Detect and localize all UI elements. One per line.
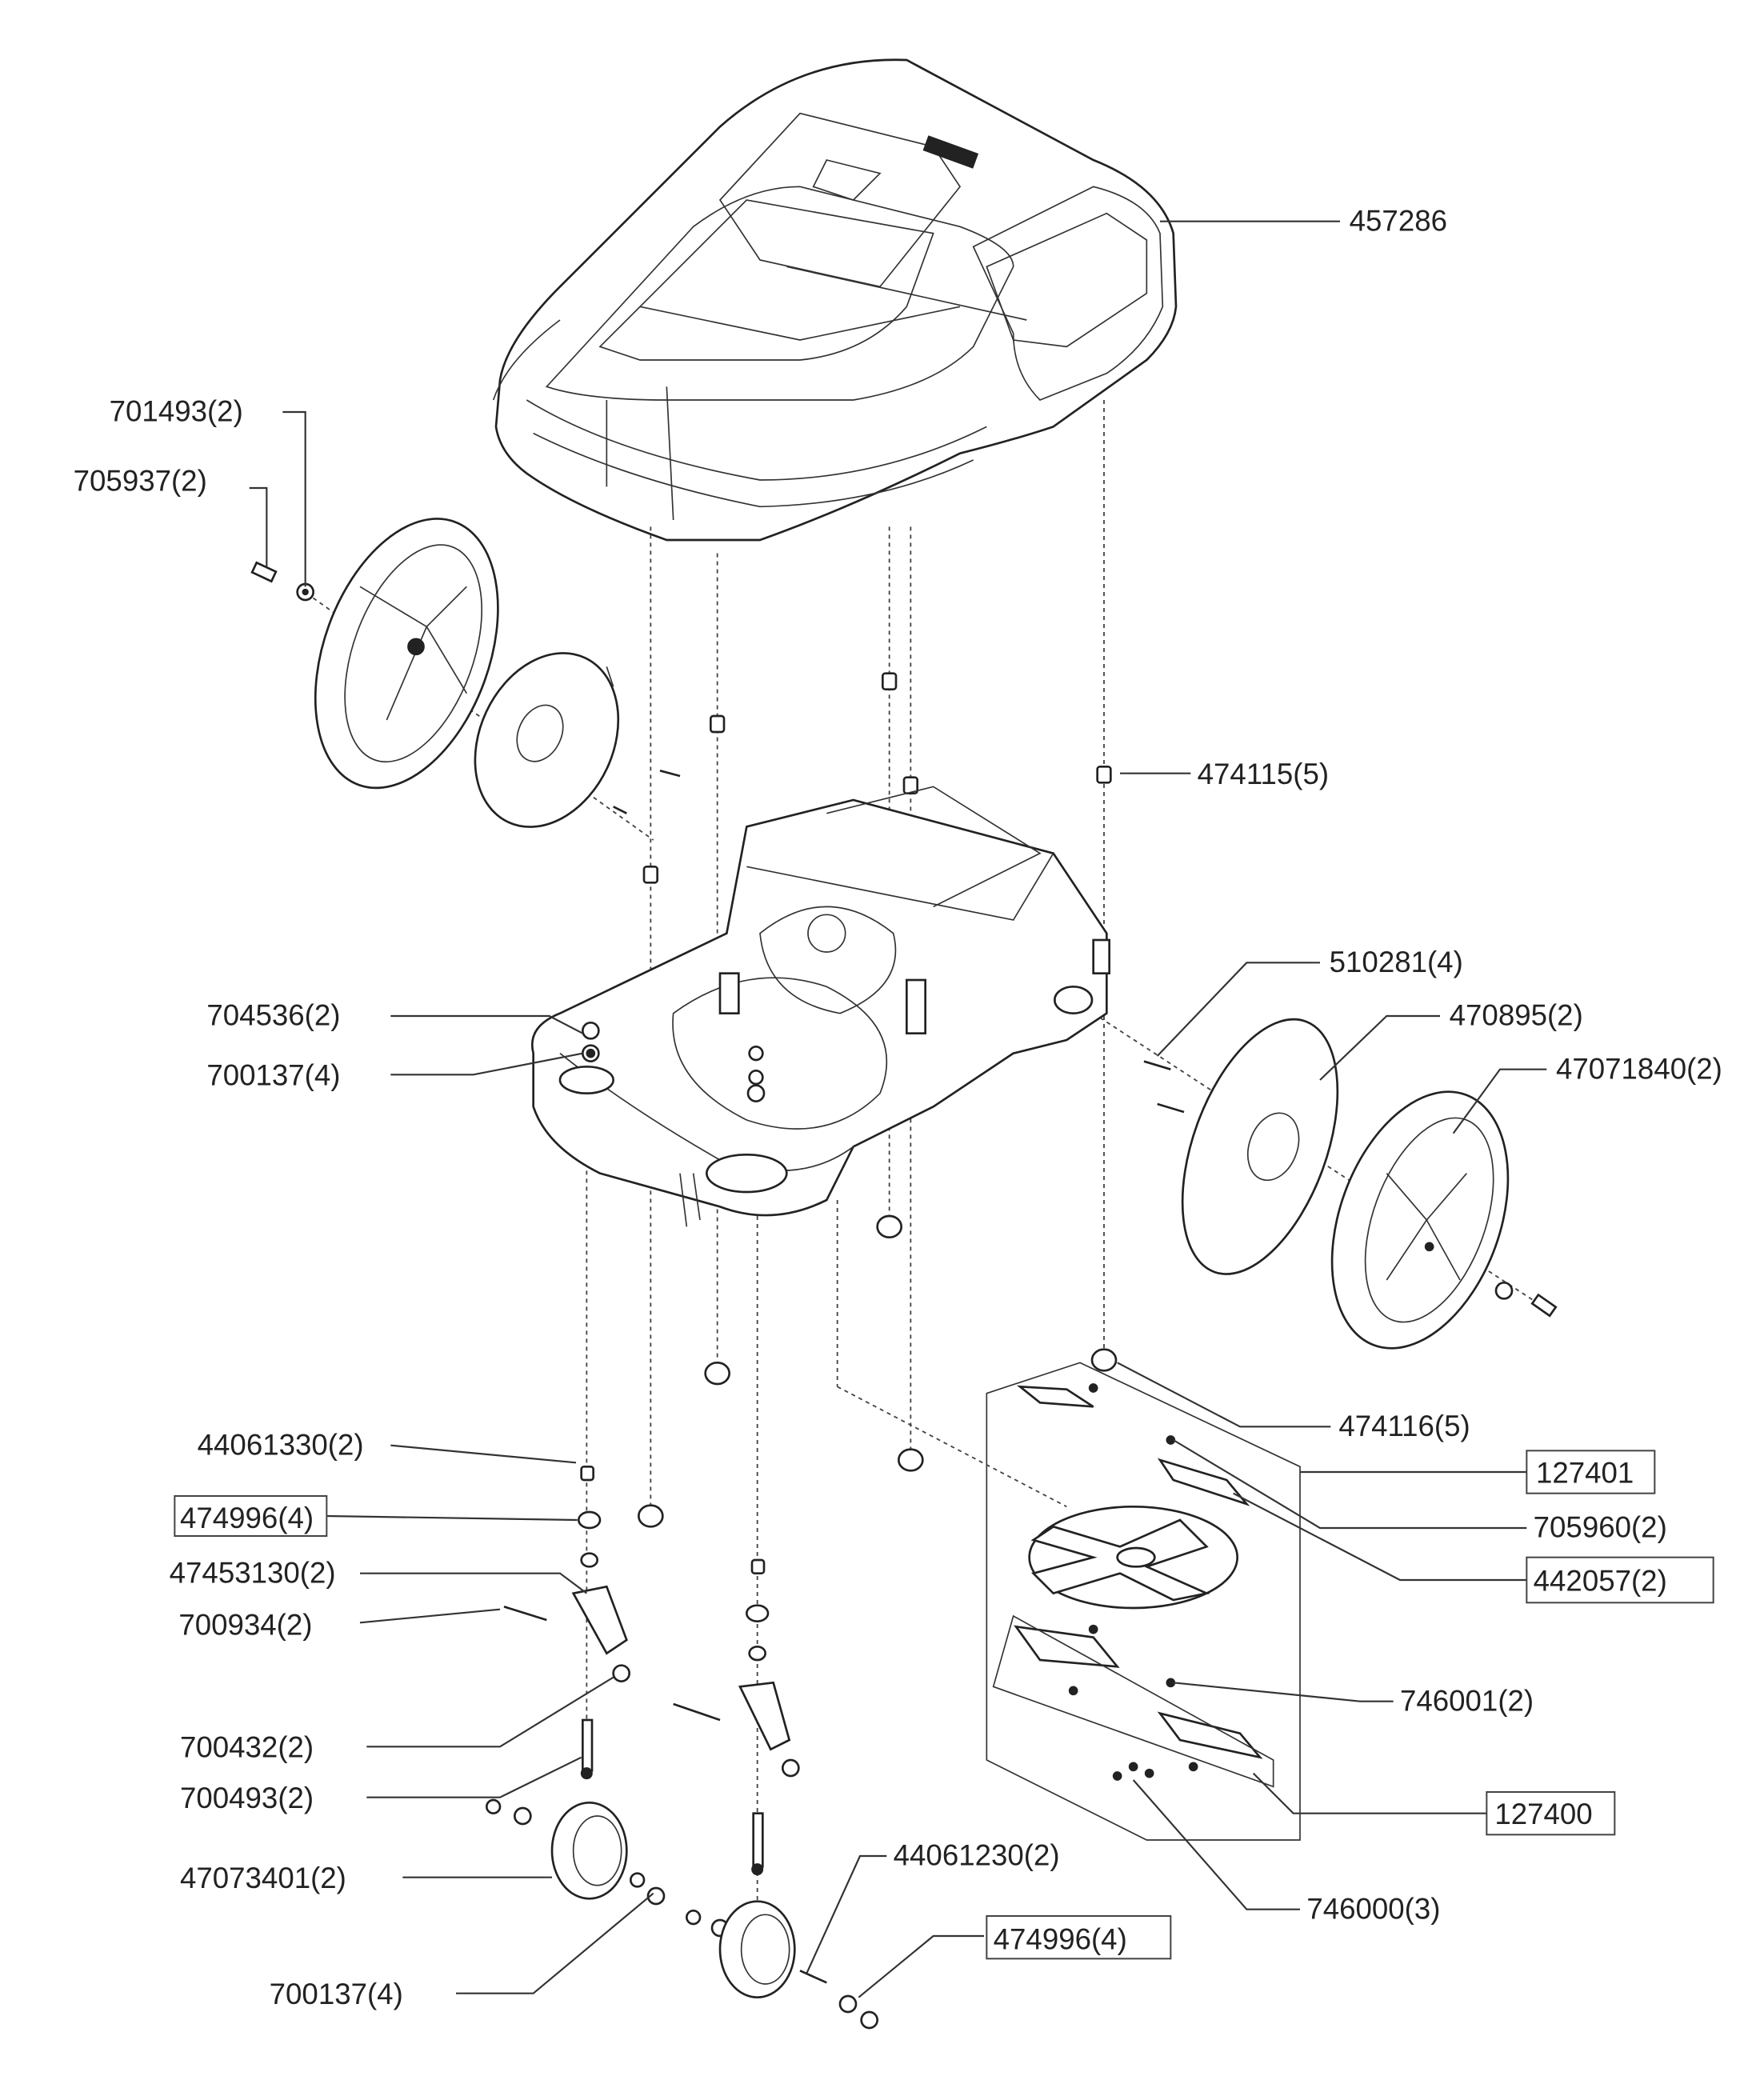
left-hubcap bbox=[474, 652, 620, 828]
leader-44061230 bbox=[806, 1854, 887, 1974]
leader-47453130 bbox=[360, 1572, 587, 1594]
studs-474115 bbox=[642, 672, 1112, 884]
leader-746001 bbox=[1173, 1682, 1394, 1702]
label-47453130: 47453130(2) bbox=[170, 1556, 336, 1589]
label-746001: 746001(2) bbox=[1400, 1684, 1534, 1717]
right-screw-and-washer bbox=[1494, 1282, 1558, 1318]
leader-705960 bbox=[1173, 1439, 1527, 1530]
right-hubcap bbox=[1181, 1018, 1339, 1275]
label-701493: 701493(2) bbox=[110, 395, 243, 428]
bumpers-474116 bbox=[638, 1214, 1118, 1528]
blades bbox=[992, 1385, 1274, 1788]
label-474116: 474116(5) bbox=[1338, 1410, 1470, 1442]
leader-44061330 bbox=[390, 1444, 577, 1464]
label-box-127400 bbox=[1486, 1791, 1616, 1836]
leader-474996-top bbox=[326, 1514, 578, 1522]
leader-510281 bbox=[1156, 962, 1320, 1057]
label-442057: 442057(2) bbox=[1534, 1564, 1667, 1597]
leader-746000 bbox=[1132, 1779, 1300, 1910]
leader-474996-bottom bbox=[858, 1934, 984, 1998]
label-44061330: 44061330(2) bbox=[198, 1428, 364, 1461]
leader-704536 bbox=[390, 1014, 583, 1034]
label-44061230: 44061230(2) bbox=[894, 1839, 1060, 1872]
leader-700137-bottom bbox=[456, 1892, 654, 1994]
label-700934: 700934(2) bbox=[178, 1608, 312, 1641]
label-47071840: 47071840(2) bbox=[1556, 1052, 1722, 1085]
leader-474116 bbox=[1117, 1362, 1331, 1428]
label-700137-bottom: 700137(4) bbox=[270, 1978, 403, 2010]
top-cover bbox=[492, 58, 1178, 542]
leader-701493 bbox=[282, 410, 306, 587]
label-474115: 474115(5) bbox=[1198, 758, 1329, 790]
leader-47071840 bbox=[1452, 1068, 1547, 1134]
label-705960: 705960(2) bbox=[1534, 1511, 1667, 1544]
label-700137-top: 700137(4) bbox=[206, 1059, 340, 1092]
label-474996-top: 474996(4) bbox=[180, 1502, 314, 1534]
blade-screws bbox=[1068, 1383, 1198, 1781]
label-47073401: 47073401(2) bbox=[180, 1862, 346, 1894]
blade-disc bbox=[1028, 1506, 1238, 1610]
label-box-442057 bbox=[1526, 1556, 1714, 1604]
label-704536: 704536(2) bbox=[206, 999, 340, 1032]
leader-700493 bbox=[366, 1756, 582, 1798]
label-470895: 470895(2) bbox=[1450, 999, 1583, 1032]
label-700493: 700493(2) bbox=[180, 1782, 314, 1814]
label-746000: 746000(3) bbox=[1306, 1892, 1440, 1925]
label-127400: 127400 bbox=[1494, 1798, 1592, 1830]
leader-470895 bbox=[1319, 1014, 1440, 1081]
leader-705937 bbox=[249, 486, 268, 567]
label-700432: 700432(2) bbox=[180, 1731, 314, 1764]
leader-127400 bbox=[1252, 1772, 1487, 1814]
right-screws-510281 bbox=[1143, 1060, 1185, 1114]
label-457286: 457286 bbox=[1350, 204, 1447, 237]
leader-442057 bbox=[1233, 1492, 1527, 1582]
left-wheel bbox=[314, 518, 499, 790]
label-705937: 705937(2) bbox=[74, 464, 207, 497]
right-wheel bbox=[1330, 1090, 1510, 1350]
label-box-127401 bbox=[1526, 1450, 1656, 1494]
label-474996-bottom: 474996(4) bbox=[994, 1923, 1127, 1956]
caster-left bbox=[486, 1466, 666, 1906]
blade-kit-outline bbox=[986, 1362, 1301, 1841]
label-box-474996-bottom bbox=[986, 1915, 1172, 1960]
caster-right bbox=[673, 1558, 878, 2030]
label-127401: 127401 bbox=[1536, 1456, 1634, 1489]
leader-700432 bbox=[366, 1676, 614, 1748]
leader-700137-top bbox=[390, 1052, 583, 1076]
left-screw-and-washer bbox=[250, 561, 681, 814]
label-box-474996-top bbox=[174, 1495, 328, 1537]
chassis bbox=[531, 786, 1110, 1227]
leader-700934 bbox=[359, 1608, 501, 1624]
label-510281: 510281(4) bbox=[1330, 946, 1463, 978]
